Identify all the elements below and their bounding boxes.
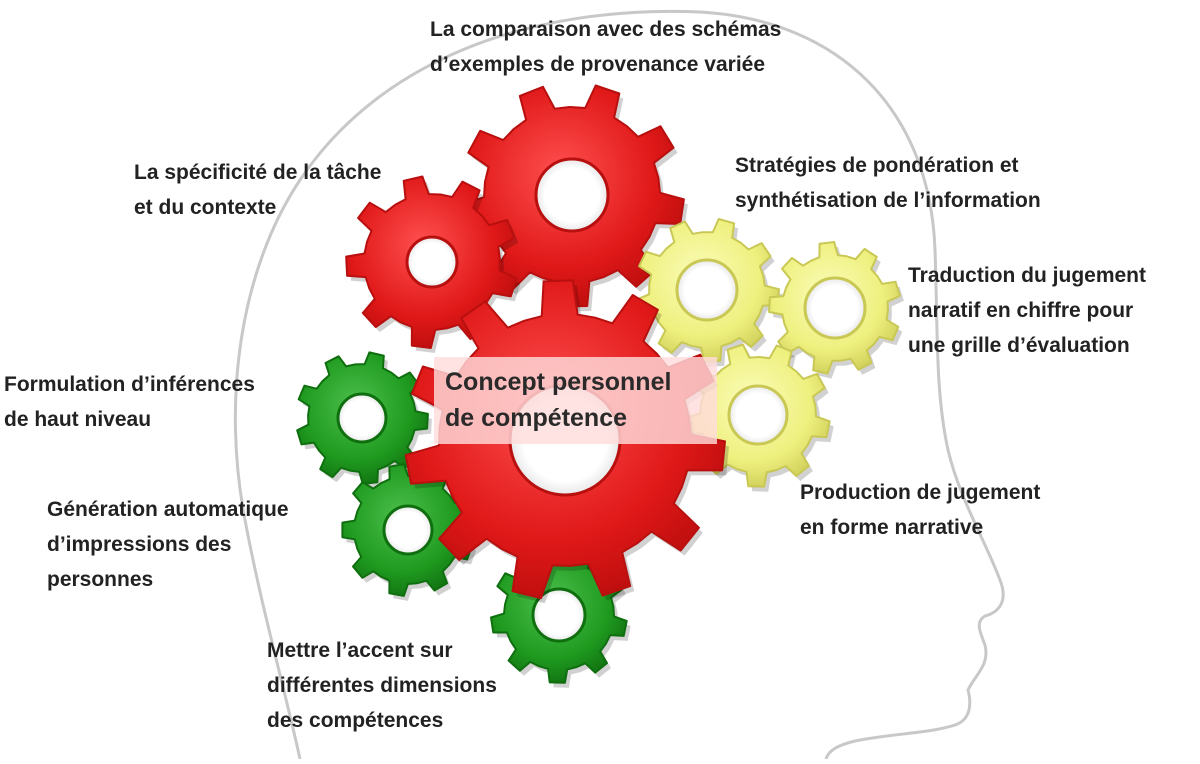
label-specificite: La spécificité de la tâche et du context… (134, 155, 381, 225)
label-line: personnes (47, 568, 154, 591)
gear-red-small-left-hole (405, 235, 459, 289)
label-line: Production de jugement (800, 481, 1041, 504)
label-line: Stratégies de pondération et (735, 154, 1019, 177)
label-line: La spécificité de la tâche (134, 161, 382, 184)
center-label-line: de compétence (445, 404, 628, 432)
label-formulation: Formulation d’inférences de haut niveau (4, 367, 255, 437)
gear-green-middle-hole (382, 504, 434, 556)
gear-red-top (459, 84, 688, 312)
gear-red-top-hole (534, 157, 610, 233)
label-line: et du contexte (134, 196, 277, 219)
gear-green-middle (341, 463, 477, 601)
label-generation: Génération automatique d’impressions des… (47, 492, 289, 597)
label-line: synthétisation de l’information (735, 189, 1041, 212)
center-concept-label: Concept personnel de compétence (434, 357, 717, 444)
gear-green-upper-hole (336, 392, 388, 444)
label-line: de haut niveau (4, 408, 152, 431)
label-line: en forme narrative (800, 516, 984, 539)
label-line: narratif en chiffre pour (908, 299, 1134, 322)
gear-green-lower-hole (531, 587, 587, 643)
label-line: d’exemples de provenance variée (430, 53, 766, 76)
label-line: Génération automatique (47, 498, 289, 521)
gear-yellow-left (634, 218, 783, 367)
head-outline (233, 9, 1005, 760)
label-line: une grille d’évaluation (908, 334, 1130, 357)
gear-yellow-left-hole (675, 258, 739, 322)
label-strategies: Stratégies de pondération et synthétisat… (735, 148, 1041, 218)
gear-yellow-right (768, 241, 904, 379)
label-line: différentes dimensions (267, 674, 497, 697)
label-line: Mettre l’accent sur (267, 639, 453, 662)
label-line: d’impressions des (47, 533, 232, 556)
label-line: Formulation d’inférences (4, 373, 255, 396)
center-label-line: Concept personnel (445, 368, 672, 396)
label-comparaison: La comparaison avec des schémas d’exempl… (430, 12, 781, 82)
label-accent: Mettre l’accent sur différentes dimensio… (267, 633, 497, 738)
gear-yellow-bottom-hole (727, 384, 789, 446)
gear-green-upper (296, 351, 432, 489)
gear-yellow-right-hole (803, 276, 867, 340)
label-line: des compétences (267, 709, 444, 732)
label-traduction: Traduction du jugement narratif en chiff… (908, 258, 1146, 363)
label-production: Production de jugement en forme narrativ… (800, 475, 1040, 545)
label-line: Traduction du jugement (908, 264, 1147, 287)
label-line: La comparaison avec des schémas (430, 18, 782, 41)
